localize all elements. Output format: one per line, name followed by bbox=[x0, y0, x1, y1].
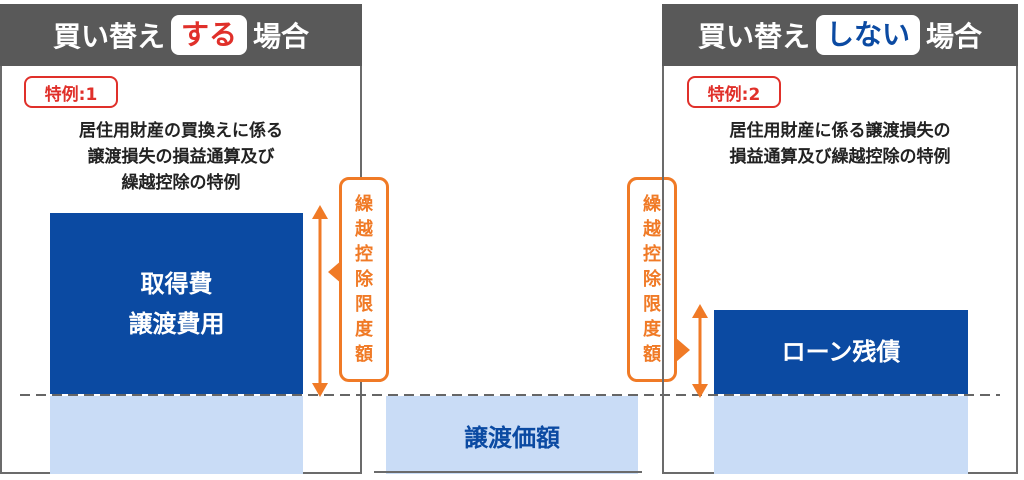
left-pointer-icon bbox=[328, 260, 342, 284]
sale-price-label: 譲渡価額 bbox=[464, 423, 560, 452]
left-light-block bbox=[50, 396, 303, 474]
right-panel-header: 買い替え しない 場合 bbox=[662, 4, 1018, 66]
block-label: 取得費 bbox=[140, 269, 213, 298]
dashed-baseline bbox=[20, 394, 1000, 396]
left-double-arrow-icon bbox=[312, 205, 328, 397]
limit-char: 越 bbox=[643, 219, 661, 240]
limit-char: 度 bbox=[643, 319, 661, 340]
left-description: 居住用財産の買換えに係る 譲渡損失の損益通算及び 繰越控除の特例 bbox=[0, 118, 362, 196]
center-bottom-line bbox=[374, 471, 642, 473]
limit-char: 控 bbox=[643, 244, 661, 265]
limit-char: 除 bbox=[643, 269, 661, 290]
header-prefix: 買い替え bbox=[52, 20, 165, 53]
header-highlight: する bbox=[170, 15, 247, 55]
limit-char: 限 bbox=[355, 294, 373, 315]
header-highlight: しない bbox=[815, 15, 920, 55]
description-line: 居住用財産の買換えに係る bbox=[79, 121, 283, 141]
right-double-arrow-icon bbox=[692, 304, 708, 398]
limit-char: 額 bbox=[643, 344, 661, 365]
left-limit-label: 繰 越 控 除 限 度 額 bbox=[339, 177, 389, 382]
description-line: 繰越控除の特例 bbox=[121, 173, 241, 193]
right-badge: 特例:2 bbox=[687, 76, 781, 108]
sale-price-block: 譲渡価額 bbox=[386, 396, 638, 474]
right-light-block bbox=[714, 396, 968, 474]
description-line: 居住用財産に係る譲渡損失の bbox=[729, 121, 951, 141]
limit-char: 除 bbox=[355, 269, 373, 290]
right-description: 居住用財産に係る譲渡損失の 損益通算及び繰越控除の特例 bbox=[662, 118, 1018, 170]
limit-char: 繰 bbox=[643, 194, 661, 215]
limit-char: 度 bbox=[355, 319, 373, 340]
loan-balance-block: ローン残債 bbox=[714, 310, 968, 394]
description-line: 損益通算及び繰越控除の特例 bbox=[729, 147, 951, 167]
right-pointer-icon bbox=[676, 338, 690, 362]
limit-char: 越 bbox=[355, 219, 373, 240]
block-label: ローン残債 bbox=[781, 338, 901, 366]
limit-char: 額 bbox=[355, 344, 373, 365]
right-limit-label: 繰 越 控 除 限 度 額 bbox=[627, 177, 677, 382]
limit-char: 控 bbox=[355, 244, 373, 265]
limit-char: 限 bbox=[643, 294, 661, 315]
header-suffix: 場合 bbox=[253, 20, 310, 53]
header-suffix: 場合 bbox=[926, 20, 983, 53]
limit-char: 繰 bbox=[355, 194, 373, 215]
left-panel-header: 買い替え する 場合 bbox=[0, 4, 362, 66]
header-prefix: 買い替え bbox=[697, 20, 810, 53]
description-line: 譲渡損失の損益通算及び bbox=[87, 147, 275, 167]
block-label: 譲渡費用 bbox=[128, 309, 225, 338]
acquisition-cost-block: 取得費 譲渡費用 bbox=[50, 213, 303, 394]
left-badge: 特例:1 bbox=[24, 76, 118, 108]
